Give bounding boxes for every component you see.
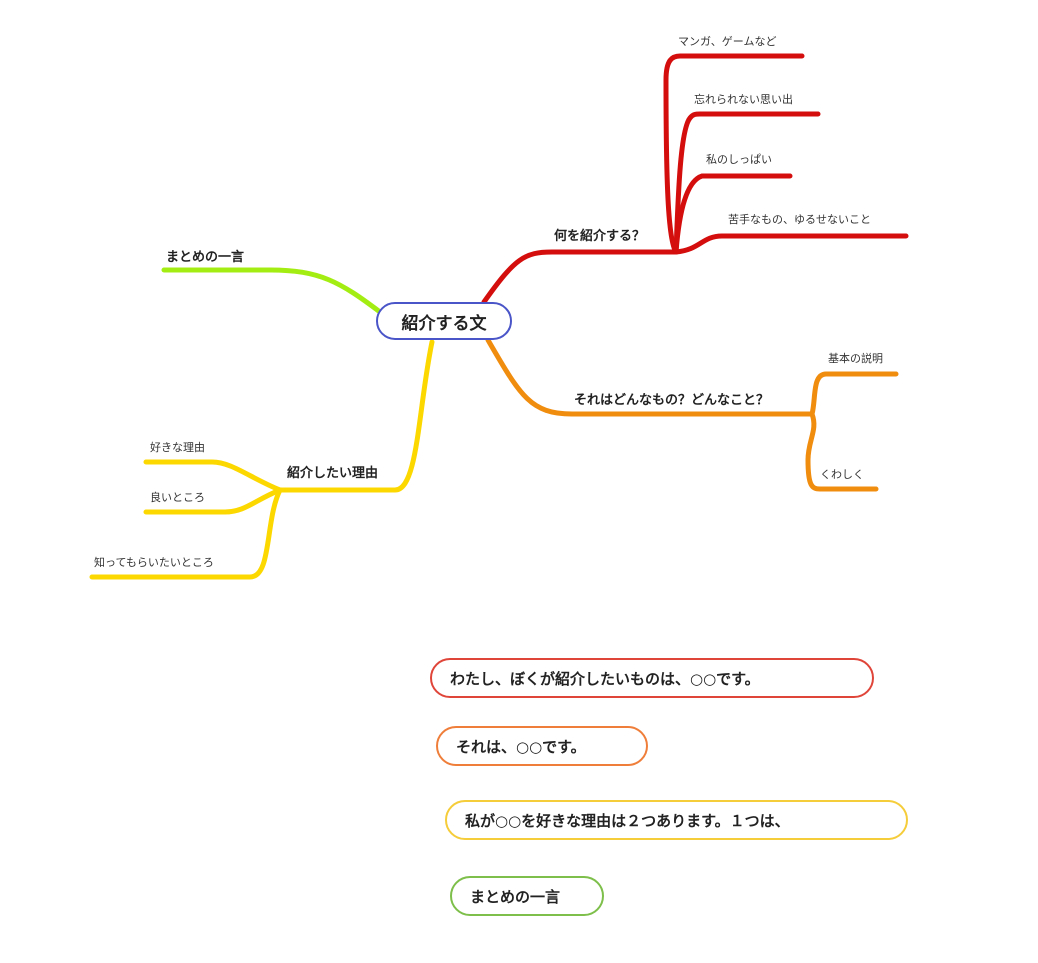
leaf-good-label[interactable]: 良いところ bbox=[150, 491, 205, 504]
leaf-memory-line bbox=[673, 111, 821, 255]
sentence-what-it-is-text: それは、○○です。 bbox=[456, 737, 586, 756]
leaf-know-line bbox=[89, 487, 283, 580]
leaf-failure-label[interactable]: 私のしっぱい bbox=[706, 153, 772, 166]
branch-reason-main-line bbox=[277, 339, 435, 493]
leaf-like-label[interactable]: 好きな理由 bbox=[150, 441, 205, 454]
branch-what-lines bbox=[89, 53, 909, 580]
center-node-label: 紹介する文 bbox=[401, 313, 487, 334]
sentence-what-it-is: それは、○○です。 bbox=[436, 726, 648, 766]
branch-what-main-line bbox=[481, 249, 679, 305]
branch-what-label[interactable]: 何を紹介する？ bbox=[554, 229, 646, 244]
leaf-basic-label[interactable]: 基本の説明 bbox=[828, 352, 883, 365]
leaf-like-line bbox=[143, 459, 283, 493]
center-node[interactable]: 紹介する文 bbox=[376, 302, 512, 340]
leaf-good-line bbox=[143, 487, 283, 515]
branch-reason-label[interactable]: 紹介したい理由 bbox=[287, 466, 379, 481]
leaf-manga-line bbox=[663, 53, 805, 255]
leaf-detail-line bbox=[805, 411, 879, 492]
sentence-summary-text: まとめの一言 bbox=[470, 887, 561, 906]
sentence-reason-text: 私が○○を好きな理由は２つあります。１つは、 bbox=[465, 811, 790, 830]
sentence-intro-text: わたし、ぼくが紹介したいものは、○○です。 bbox=[450, 669, 760, 688]
sentence-intro: わたし、ぼくが紹介したいものは、○○です。 bbox=[430, 658, 874, 698]
leaf-basic-line bbox=[809, 371, 899, 417]
leaf-dislike-line bbox=[673, 233, 909, 255]
branch-describe-label[interactable]: それはどんなもの？どんなこと？ bbox=[574, 393, 770, 408]
leaf-manga-label[interactable]: マンガ、ゲームなど bbox=[678, 35, 777, 48]
sentence-reason: 私が○○を好きな理由は２つあります。１つは、 bbox=[445, 800, 908, 840]
leaf-dislike-label[interactable]: 苦手なもの、ゆるせないこと bbox=[728, 213, 871, 226]
leaf-know-label[interactable]: 知ってもらいたいところ bbox=[94, 556, 214, 569]
leaf-detail-label[interactable]: くわしく bbox=[820, 468, 864, 481]
branch-describe-main-line bbox=[485, 337, 815, 417]
branch-summary-label[interactable]: まとめの一言 bbox=[166, 250, 245, 265]
branch-summary-line bbox=[161, 267, 383, 315]
leaf-failure-line bbox=[673, 173, 793, 255]
sentence-summary: まとめの一言 bbox=[450, 876, 604, 916]
leaf-memory-label[interactable]: 忘れられない思い出 bbox=[694, 93, 793, 106]
